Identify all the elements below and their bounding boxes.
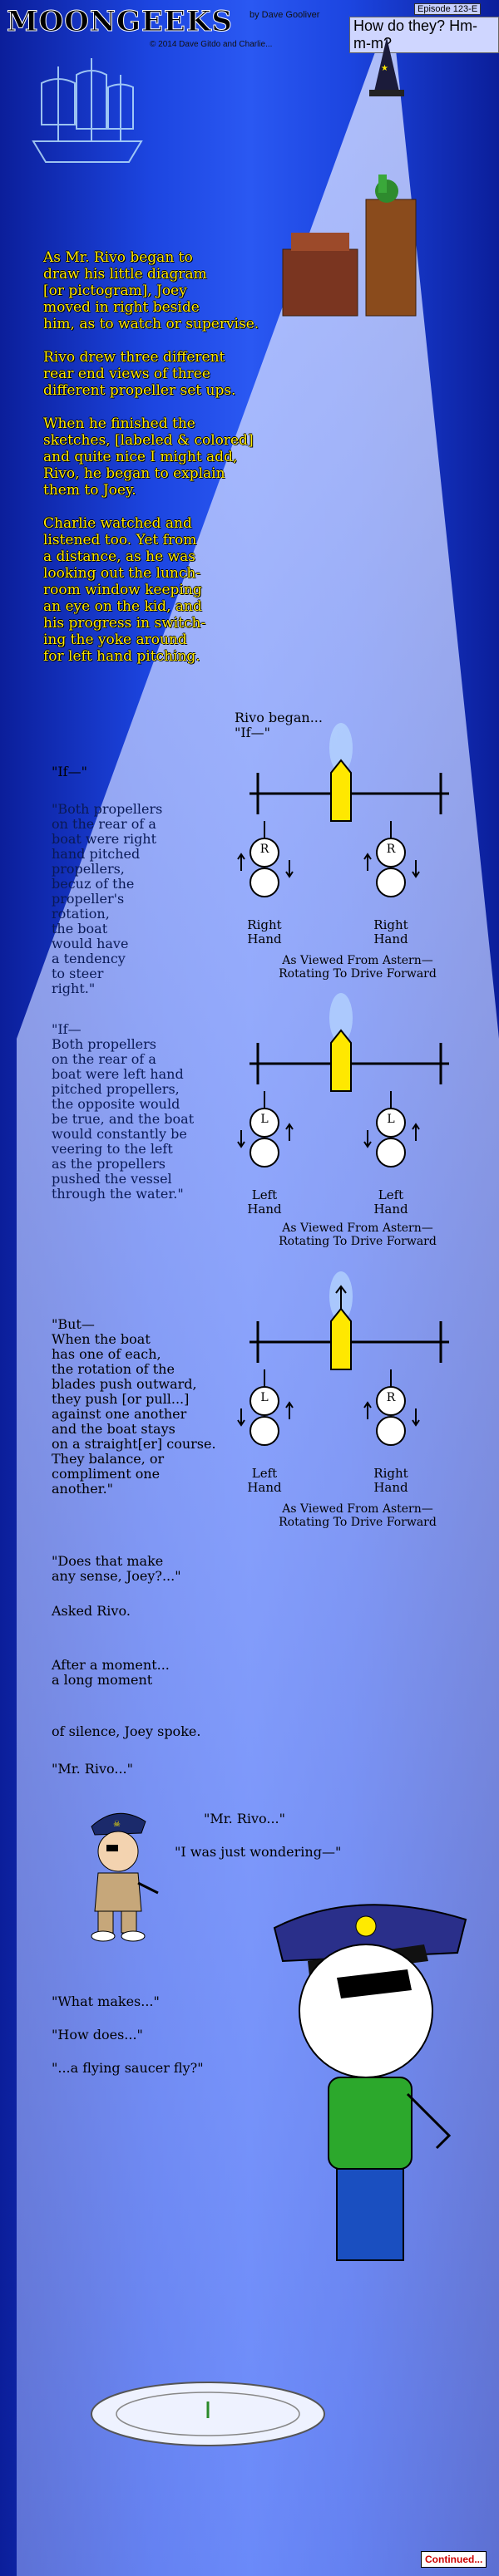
copyright: © 2014 Dave Gitdo and Charlie... <box>150 40 273 49</box>
diagram-3-left-letter: L <box>260 1391 269 1404</box>
asked-rivo-text: Asked Rivo. <box>52 1603 131 1619</box>
joey-character-icon: ☠ <box>91 1812 159 1942</box>
episode-headline: How do they? Hm-m-m? <box>349 17 499 53</box>
diagram-3-right-letter: R <box>386 1391 396 1404</box>
diagram-3-caption: As Viewed From Astern— Rotating To Drive… <box>279 1502 437 1529</box>
narration-paragraph-1: As Mr. Rivo began to draw his little dia… <box>43 249 259 332</box>
diagram-1-right-label: Right Hand <box>373 917 408 946</box>
what-makes-text: "What makes..." <box>52 1993 160 2009</box>
narration-paragraph-4: Charlie watched and listened too. Yet fr… <box>43 515 206 665</box>
mr-rivo-text-2: "Mr. Rivo..." <box>204 1811 285 1826</box>
dialogue-block-2: "If— Both propellers on the rear of a bo… <box>52 1021 195 1202</box>
propeller-diagram-2 <box>237 993 449 1168</box>
how-does-text: "How does..." <box>52 2027 143 2043</box>
rivo-began-text: Rivo began... "If—" <box>235 710 323 740</box>
rivo-character-icon <box>273 1904 467 2261</box>
narration-paragraph-3: When he finished the sketches, [labeled … <box>43 415 254 499</box>
byline: by Dave Gooliver <box>250 10 320 20</box>
silence-text: of silence, Joey spoke. <box>52 1723 201 1739</box>
if-text-1: "If—" <box>52 764 87 779</box>
flying-saucer-text: "...a flying saucer fly?" <box>52 2060 204 2076</box>
propeller-diagram-3 <box>237 1271 449 1446</box>
narration-paragraph-2: Rivo drew three different rear end views… <box>43 349 236 399</box>
ghost-ship-icon <box>32 58 143 163</box>
dialogue-block-3: "But— When the boat has one of each, the… <box>52 1316 216 1497</box>
episode-badge: Episode 123-E <box>414 3 482 15</box>
diagram-2-caption: As Viewed From Astern— Rotating To Drive… <box>279 1222 437 1248</box>
svg-text:★: ★ <box>381 64 388 73</box>
diagram-1-right-letter: R <box>386 843 396 856</box>
diagram-1-caption: As Viewed From Astern— Rotating To Drive… <box>279 954 437 981</box>
flying-saucer-icon <box>91 2382 325 2446</box>
diagram-1-left-letter: R <box>259 843 269 856</box>
diagram-3-right-label: Right Hand <box>373 1466 408 1495</box>
comic-title: MOONGEEKS <box>7 5 233 39</box>
diagram-2-right-letter: L <box>387 1113 395 1126</box>
dialogue-block-1: "Both propellers on the rear of a boat w… <box>52 801 163 996</box>
after-moment-text: After a moment... a long moment <box>52 1657 170 1688</box>
continued-link[interactable]: Continued... <box>421 2551 487 2568</box>
mr-rivo-text-1: "Mr. Rivo..." <box>52 1761 133 1777</box>
diagram-3-left-label: Left Hand <box>247 1466 282 1495</box>
wizard-hat-lamp-icon: ★ <box>369 37 404 96</box>
diagram-1-left-label: Right Hand <box>247 917 282 946</box>
diagram-2-right-label: Left Hand <box>373 1187 408 1217</box>
diagram-2-left-letter: L <box>260 1113 269 1126</box>
wondering-text: "I was just wondering—" <box>175 1844 342 1860</box>
dialogue-question: "Does that make any sense, Joey?..." <box>52 1553 181 1584</box>
room-furniture-icon <box>282 175 417 317</box>
diagram-2-left-label: Left Hand <box>247 1187 282 1217</box>
svg-text:☠: ☠ <box>113 1820 121 1829</box>
propeller-diagram-1 <box>237 723 449 897</box>
